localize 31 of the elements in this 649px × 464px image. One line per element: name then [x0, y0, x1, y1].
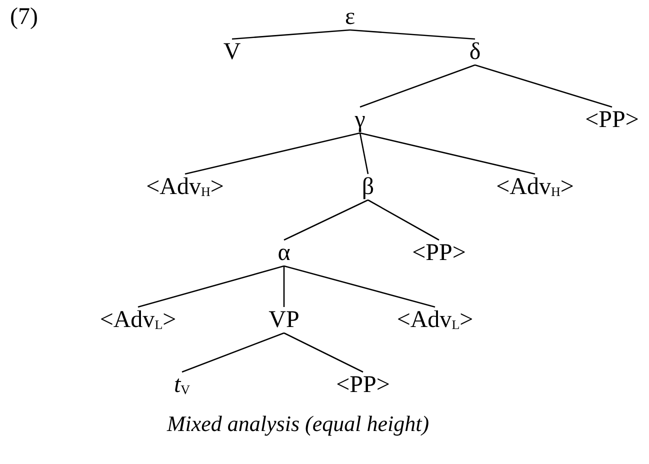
- tree-branch: [232, 29, 350, 40]
- tree-branch: [284, 265, 436, 308]
- caption: Mixed analysis (equal height): [166, 411, 430, 437]
- tree-node-label: <PP>: [585, 107, 639, 133]
- tree-node-label: <PP>: [336, 372, 390, 398]
- tree-branch: [283, 266, 285, 307]
- tree-node-label: δ: [469, 39, 481, 65]
- tree-branch: [360, 132, 536, 175]
- tree-node-label: VP: [268, 307, 300, 333]
- tree-branch: [350, 29, 476, 40]
- tree-node-label: <PP>: [412, 240, 466, 266]
- tree-branch: [182, 332, 284, 373]
- example-number: (7): [10, 4, 38, 31]
- tree-node-label: <Adv$_{L}$>: [100, 307, 176, 333]
- tree-branch: [359, 132, 369, 174]
- tree-node-label: <Adv$_{L}$>: [396, 307, 474, 333]
- tree-node-label: V: [223, 39, 241, 65]
- tree-node-label: α: [278, 240, 290, 266]
- tree-branch: [474, 64, 612, 108]
- tree-branch: [284, 199, 368, 241]
- tree-branch: [138, 265, 284, 308]
- tree-branch: [368, 199, 440, 241]
- tree-branch: [360, 64, 476, 108]
- tree-branch: [184, 132, 360, 175]
- tree-node-label: t$_{V}$: [174, 372, 190, 398]
- tree-node-label: <Adv$_{H}$>: [146, 174, 224, 200]
- tree-node-label: β: [362, 174, 374, 200]
- tree-node-label: ε: [344, 4, 356, 30]
- tree-node-label: <Adv$_{H}$>: [496, 174, 574, 200]
- tree-node-label: γ: [354, 107, 366, 133]
- tree-branch: [284, 332, 364, 373]
